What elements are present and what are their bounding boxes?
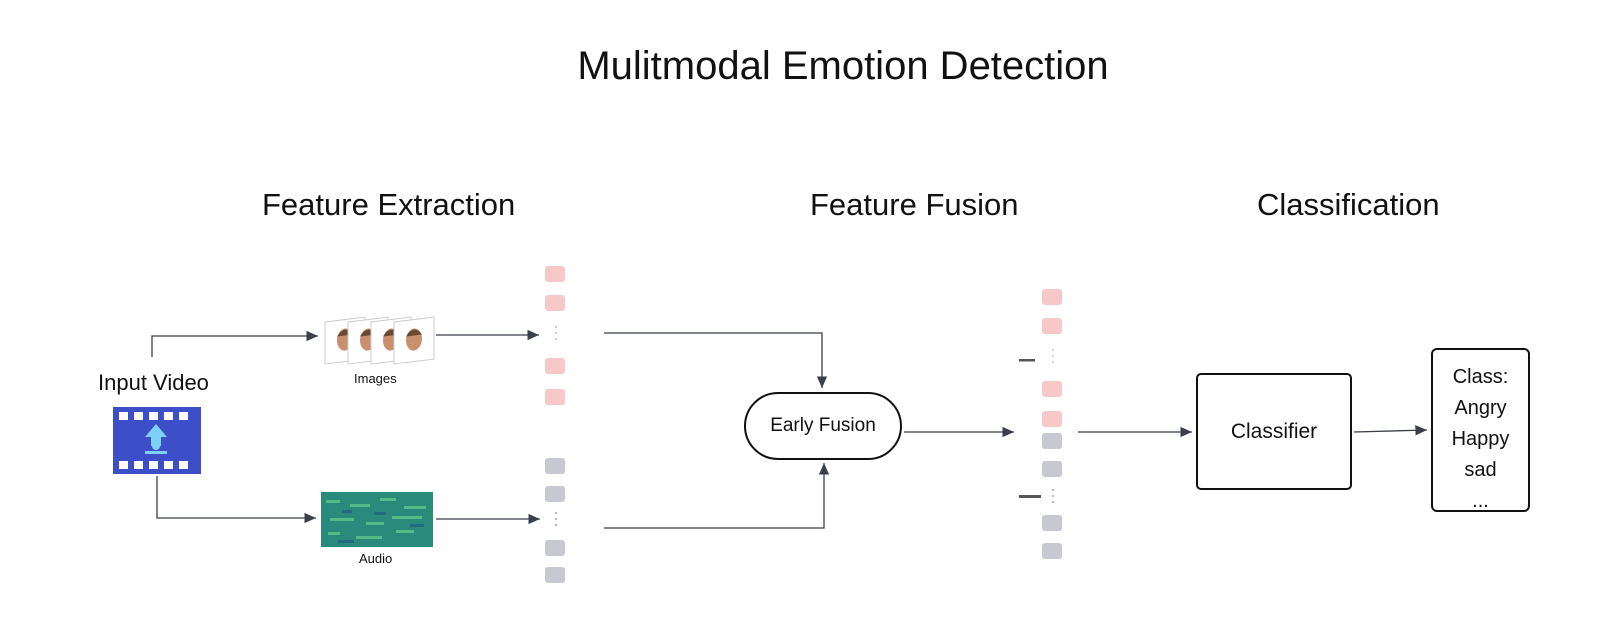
class-item: Happy <box>1451 428 1510 450</box>
stage-feature-extraction: Feature Extraction <box>262 187 516 222</box>
audio-spectrogram-image <box>321 492 433 547</box>
class-item: Angry <box>1454 397 1507 419</box>
stage-feature-fusion: Feature Fusion <box>810 187 1019 222</box>
early-fusion-node: Early Fusion <box>744 392 902 460</box>
images-label: Images <box>354 371 397 386</box>
video-upload-icon <box>113 407 201 474</box>
class-item: sad <box>1464 459 1497 481</box>
early-fusion-label: Early Fusion <box>770 415 876 436</box>
connectors <box>151 329 1428 529</box>
diagram-title: Mulitmodal Emotion Detection <box>577 44 1109 88</box>
stage-classification: Classification <box>1257 187 1440 222</box>
classifier-node: Classifier <box>1196 373 1352 490</box>
image-feature-vector <box>545 266 565 405</box>
face-frames-image <box>324 316 435 365</box>
fused-feature-vector <box>1019 289 1062 559</box>
class-heading: Class: <box>1452 366 1509 388</box>
audio-feature-vector <box>545 458 565 583</box>
output-classes-box: Class: Angry Happy sad ... <box>1431 348 1530 512</box>
input-video-label: Input Video <box>98 370 209 395</box>
audio-label: Audio <box>359 551 393 566</box>
class-ellipsis: ... <box>1472 490 1489 512</box>
classifier-label: Classifier <box>1230 419 1318 443</box>
